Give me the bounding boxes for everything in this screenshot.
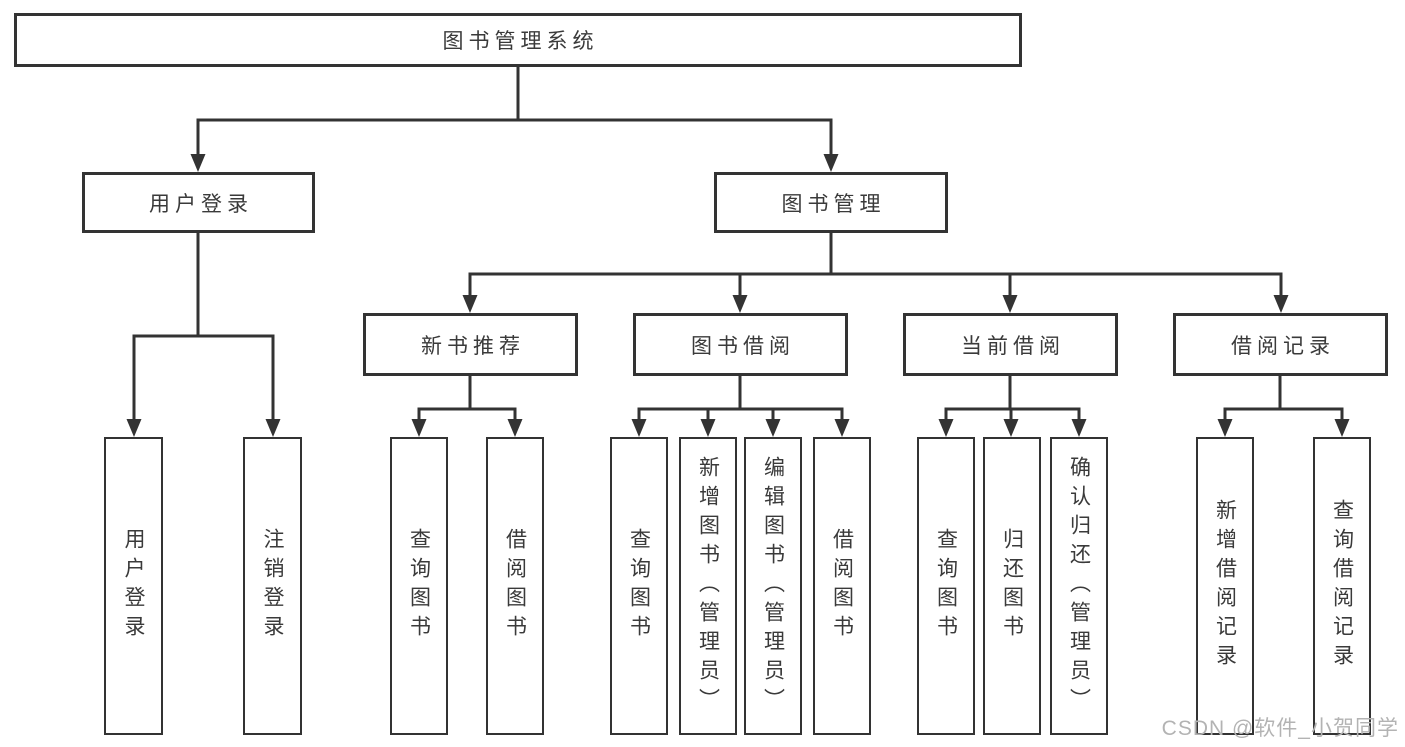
node-root-system: 图书管理系统 xyxy=(14,13,1022,67)
node-label: 归还图书 xyxy=(1000,528,1024,644)
node-leaf-logout: 注销登录 xyxy=(243,437,302,735)
node-leaf-query-books-1: 查询图书 xyxy=(390,437,448,735)
node-label: 查询图书 xyxy=(407,528,431,644)
node-label: 编辑图书（管理员） xyxy=(761,455,785,717)
node-label: 确认归还（管理员） xyxy=(1067,455,1091,717)
node-leaf-query-books-2: 查询图书 xyxy=(610,437,668,735)
node-leaf-borrow-books-1: 借阅图书 xyxy=(486,437,544,735)
node-leaf-edit-book-admin: 编辑图书（管理员） xyxy=(744,437,802,735)
node-leaf-add-borrow-record: 新增借阅记录 xyxy=(1196,437,1254,735)
node-leaf-query-borrow-record: 查询借阅记录 xyxy=(1313,437,1371,735)
node-leaf-query-books-3: 查询图书 xyxy=(917,437,975,735)
node-label: 注销登录 xyxy=(261,528,284,644)
node-label: 图书借阅 xyxy=(691,334,795,358)
node-borrowing-records: 借阅记录 xyxy=(1173,313,1388,376)
node-label: 查询图书 xyxy=(934,528,958,644)
node-leaf-confirm-return-admin: 确认归还（管理员） xyxy=(1050,437,1108,735)
node-current-borrowing: 当前借阅 xyxy=(903,313,1118,376)
node-book-management: 图书管理 xyxy=(714,172,948,233)
node-leaf-add-book-admin: 新增图书（管理员） xyxy=(679,437,737,735)
node-label: 查询图书 xyxy=(627,528,651,644)
node-label: 借阅图书 xyxy=(503,528,527,644)
node-label: 当前借阅 xyxy=(961,334,1065,358)
node-label: 借阅图书 xyxy=(830,528,854,644)
node-leaf-return-books: 归还图书 xyxy=(983,437,1041,735)
node-label: 查询借阅记录 xyxy=(1330,499,1354,673)
node-new-book-recommend: 新书推荐 xyxy=(363,313,578,376)
node-label: 新书推荐 xyxy=(421,334,525,358)
node-user-login: 用户登录 xyxy=(82,172,315,233)
node-leaf-borrow-books-2: 借阅图书 xyxy=(813,437,871,735)
node-label: 新增图书（管理员） xyxy=(696,455,720,717)
watermark: CSDN @软件_小贺同学 xyxy=(1161,717,1399,740)
node-label: 用户登录 xyxy=(122,528,145,644)
node-label: 借阅记录 xyxy=(1231,334,1335,358)
arrowheads xyxy=(126,154,1350,437)
node-label: 新增借阅记录 xyxy=(1213,499,1237,673)
node-label: 图书管理系统 xyxy=(442,30,599,53)
node-leaf-user-login: 用户登录 xyxy=(104,437,163,735)
node-label: 图书管理 xyxy=(781,192,886,216)
node-book-borrowing: 图书借阅 xyxy=(633,313,848,376)
node-label: 用户登录 xyxy=(149,192,253,216)
